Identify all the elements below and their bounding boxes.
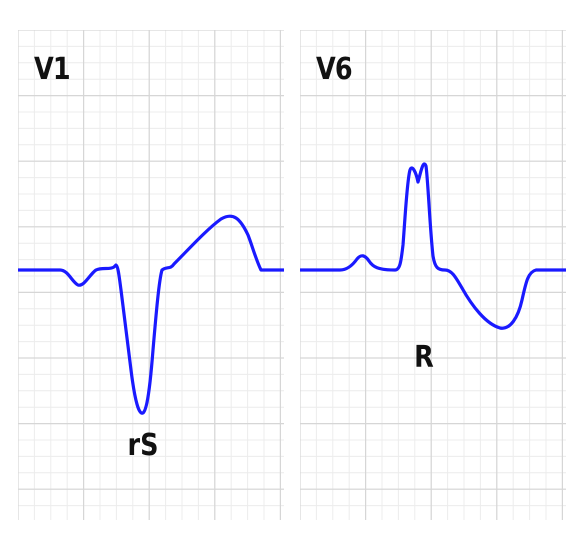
ecg-trace-v1 bbox=[18, 214, 284, 415]
lead-label-v6: V6 bbox=[316, 52, 353, 87]
ecg-trace-v6 bbox=[300, 162, 566, 330]
ecg-grid-v1 bbox=[18, 30, 284, 520]
lead-label-v1: V1 bbox=[34, 52, 71, 87]
complex-label-r: R bbox=[414, 340, 434, 375]
complex-label-rs: rS bbox=[127, 428, 159, 463]
ecg-panel-v1: V1 rS bbox=[18, 30, 284, 520]
ecg-panel-v6: V6 R bbox=[300, 30, 566, 520]
ecg-grid-v6 bbox=[300, 30, 566, 520]
